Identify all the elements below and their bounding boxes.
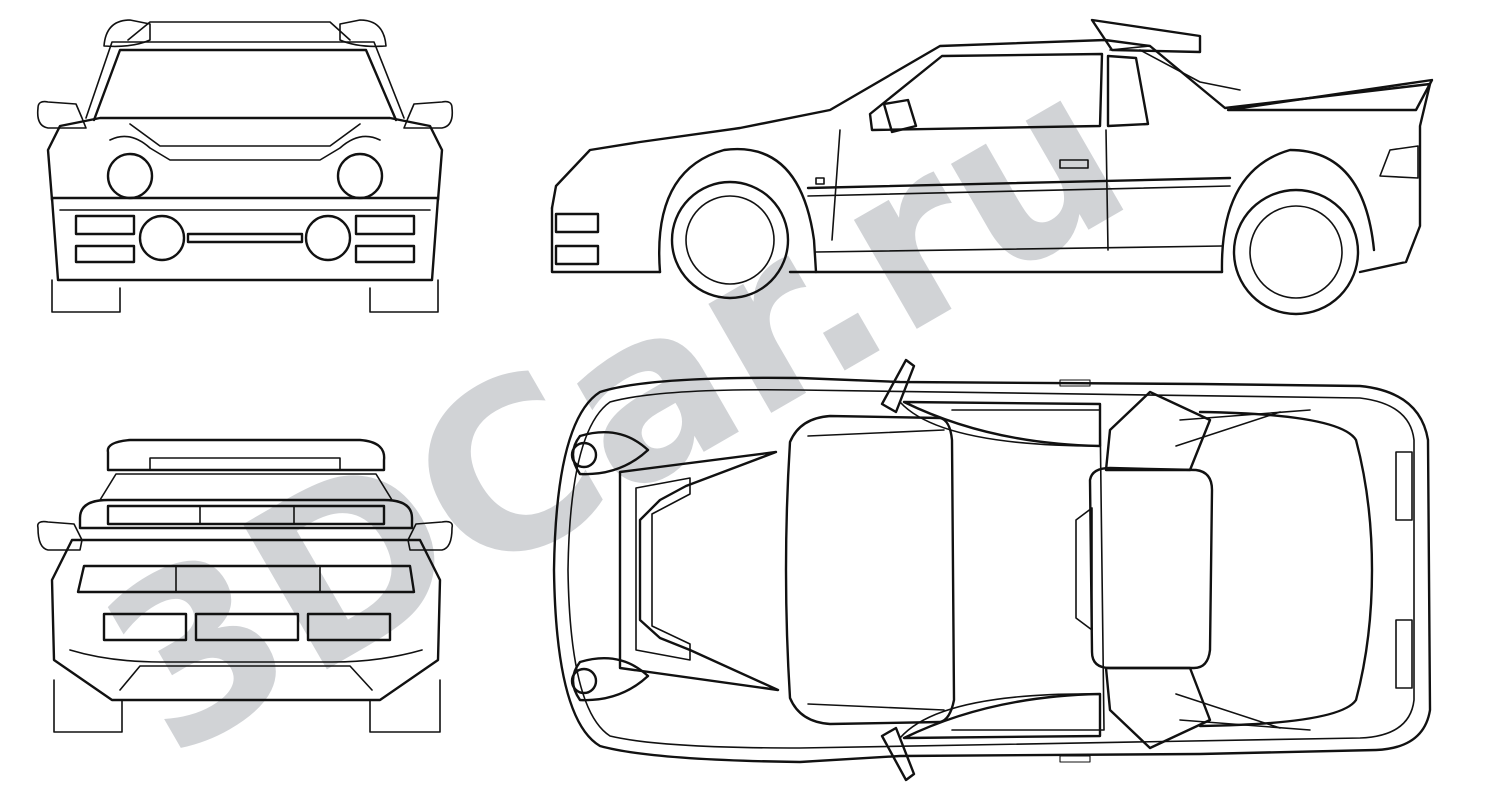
watermark-text: 3DCar.ru bbox=[64, 16, 1168, 800]
car-side-view-icon bbox=[550, 18, 1434, 316]
car-top-view-icon bbox=[552, 358, 1432, 782]
car-rear-view-icon bbox=[36, 438, 454, 733]
car-front-view-icon bbox=[36, 19, 454, 313]
watermark: 3DCar.ru bbox=[64, 16, 1168, 800]
